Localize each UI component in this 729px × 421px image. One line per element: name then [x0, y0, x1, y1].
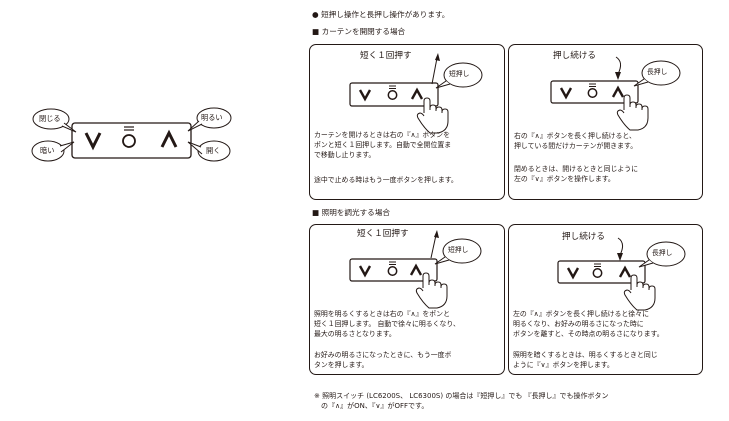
bullet-icon: ● — [312, 10, 319, 19]
curtain-long-text1: 右の『∧』ボタンを長く押し続けると、押している間だけカーテンが開きます。 — [514, 132, 638, 151]
down-arrow-icon — [358, 89, 372, 102]
curtain-long-bubble: 長押し — [647, 68, 668, 76]
curtain-long-text2: 閉めるときは、開けるときと同じように左の『∨』ボタンを操作します。 — [514, 165, 639, 184]
up-arrow-icon — [410, 87, 424, 100]
left-bubble-open — [187, 140, 231, 162]
light-short-bubble: 短押し — [448, 246, 469, 254]
curtain-short-title: 短く１回押す — [360, 51, 412, 61]
light-long-text1: 左の『∧』ボタンを長く押し続けると徐々に明るくなり、お好みの明るさになった時にボ… — [513, 310, 664, 339]
square-icon: ■ — [312, 208, 320, 217]
label-close: 閉じる — [39, 114, 61, 123]
left-bubble-close — [32, 108, 77, 133]
left-stop-icon — [122, 126, 136, 148]
left-bubble-bright — [187, 107, 232, 132]
label-bright: 明るい — [201, 113, 223, 122]
light-short-title: 短く１回押す — [357, 229, 409, 239]
label-dark: 暗い — [40, 146, 55, 155]
light-short-text2: お好みの明るさになったときに、もう一度ボタンを押します。 — [314, 351, 452, 370]
curtain-short-bubble: 短押し — [449, 70, 470, 78]
curtain-long-title: 押し続ける — [553, 51, 596, 61]
intro-line: ● 短押し操作と長押し操作があります。 — [312, 10, 450, 19]
left-up-arrow-icon — [160, 129, 178, 148]
left-down-arrow-icon — [84, 132, 102, 151]
light-long-text2: 照明を暗くするときは、明るくするときと同じように『∨』ボタンを押します。 — [513, 351, 658, 370]
light-long-title: 押し続ける — [562, 232, 605, 242]
square-icon: ■ — [312, 27, 320, 36]
curtain-heading: ■ カーテンを開閉する場合 — [312, 27, 406, 36]
footnote: ※ 照明スイッチ (LC6200S、 LC6300S) の場合は『短押し』でも … — [314, 392, 609, 410]
left-switch-frame — [71, 122, 192, 159]
left-bubble-dark — [31, 140, 75, 162]
label-open: 開く — [206, 146, 221, 155]
light-short-text1: 照明を明るくするときは右の『∧』をポンと短く１回押します。 自動で徐々に明るくな… — [314, 310, 460, 339]
curtain-short-text2: 途中で止める時はもう一度ボタンを押します。 — [314, 176, 458, 184]
light-long-bubble: 長押し — [652, 249, 673, 257]
curtain-short-text1: カーテンを開けるときは右の『∧』ボタンをポンと短く１回押します。自動で全開位置ま… — [314, 131, 452, 160]
light-heading: ■ 照明を調光する場合 — [312, 208, 390, 217]
stop-icon — [387, 85, 398, 100]
